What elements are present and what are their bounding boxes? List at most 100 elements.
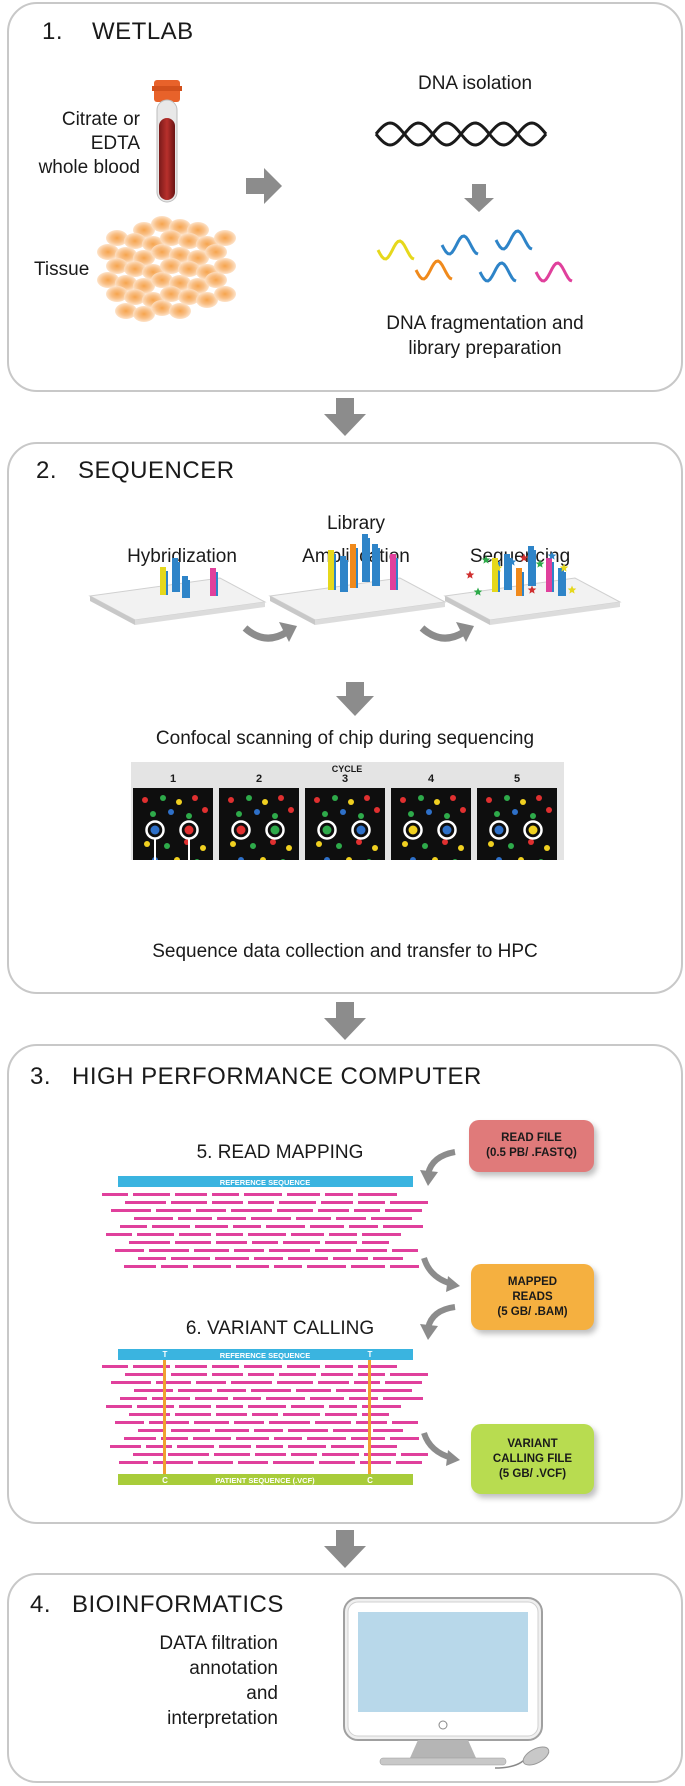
cycle-dot-4-9 [422,843,428,849]
variant-read-36 [310,1397,344,1400]
variant-read-55 [149,1421,189,1424]
variant-read-64 [215,1429,249,1432]
variant-read-92 [401,1453,428,1456]
variant-read-28 [296,1389,331,1392]
variant-read-22 [354,1381,380,1384]
cycle-dot-5-0 [486,797,492,803]
variant-read-31 [120,1397,147,1400]
cycle-dot-4-3 [450,795,456,801]
mapping-read-72 [236,1265,269,1268]
cycle-dot-2-6 [272,813,278,819]
cycle-dot-4-2 [434,799,440,805]
chip-strand-2-4 [546,558,552,592]
curved-arrows [421,1149,456,1461]
mapping-read-31 [120,1225,147,1228]
mapping-read-29 [336,1217,366,1220]
mapping-read-50 [252,1241,278,1244]
cycle-dot-1-7 [202,807,208,813]
chip-strand-0-3 [210,568,216,596]
mapping-read-71 [193,1265,231,1268]
mapping-read-14 [358,1201,385,1204]
variant-read-39 [106,1405,132,1408]
variant-read-18 [196,1381,226,1384]
tissue-cell-32 [106,286,128,302]
variant-read-16 [111,1381,151,1384]
reference-sequence-label: REFERENCE SEQUENCE [220,1178,310,1187]
variant-read-81 [256,1445,283,1448]
variant-read-53 [362,1413,389,1416]
variant-read-40 [137,1405,174,1408]
cycle-highlight-2-1 [270,825,280,835]
cycle-dot-1-6 [186,813,192,819]
cycle-dot-4-4 [408,811,414,817]
variant-read-57 [234,1421,264,1424]
variant-read-89 [291,1453,317,1456]
variant-read-32 [152,1397,190,1400]
variant-read-3 [212,1365,239,1368]
mapping-read-21 [318,1209,349,1212]
fluorescent-star-4 [519,553,529,562]
variant-read-52 [325,1413,357,1416]
panel3-title: HIGH PERFORMANCE COMPUTER [72,1063,482,1090]
variant-read-35 [266,1397,305,1400]
cycle-dot-2-1 [246,795,252,801]
variant-read-33 [195,1397,228,1400]
variant-read-1 [133,1365,170,1368]
mapping-read-7 [358,1193,397,1196]
mapping-read-49 [216,1241,247,1244]
mapping-read-41 [179,1233,211,1236]
transfer-caption: Sequence data collection and transfer to… [152,941,538,962]
variant-line-1 [163,1360,166,1474]
cycle-dot-5-6 [530,813,536,819]
variant-read-61 [392,1421,418,1424]
dna-fragment-0 [376,239,415,261]
tissue-cell-14 [151,244,173,260]
cycle-dot-2-0 [228,797,234,803]
chip-slides [88,534,622,642]
chip-strand-0-2 [182,576,188,598]
cycle-dot-3-0 [314,797,320,803]
cycle-dot-1-1 [160,795,166,801]
alt-base-1: C [162,1476,168,1485]
variant-read-48 [175,1413,211,1416]
variant-read-78 [146,1445,172,1448]
fluorescent-star-8 [473,587,483,596]
chip-strand-2-2 [516,568,522,596]
tissue-cell-35 [160,286,182,302]
variant-read-30 [371,1389,412,1392]
variant-read-87 [214,1453,250,1456]
tissue-cell-39 [115,303,137,319]
variant-read-63 [171,1429,210,1432]
cycle-dot-1-9 [164,843,170,849]
arrow-down-icon [336,682,374,716]
mapping-read-36 [310,1225,344,1228]
variant-read-2 [175,1365,207,1368]
mapping-read-54 [115,1249,144,1252]
patient-sequence-bar [118,1474,413,1485]
tissue-cell-18 [106,258,128,274]
fluorescent-star-1 [481,555,491,564]
chip-strand-1-0 [328,550,334,590]
variant-read-96 [238,1461,268,1464]
mapping-read-0 [102,1193,128,1196]
mapping-read-48 [175,1241,211,1244]
chip-strand-1-1 [340,556,346,592]
wetlab-illustrations [97,80,573,322]
mapping-read-17 [156,1209,191,1212]
blood-label-2: EDTA [90,133,140,154]
cycle-dot-5-14 [538,859,544,860]
patient-sequence-label: PATIENT SEQUENCE (.VCF) [215,1476,315,1485]
bioinf-line-3: and [246,1683,278,1704]
cycle-dot-1-2 [176,799,182,805]
mapping-read-66 [288,1257,328,1260]
cycle-dot-1-13 [174,857,180,860]
mapping-read-37 [349,1225,378,1228]
cycle-dot-3-1 [332,795,338,801]
mapping-read-62 [138,1257,166,1260]
variant-read-100 [396,1461,422,1464]
mapping-read-67 [333,1257,368,1260]
variant-read-77 [110,1445,141,1448]
tissue-icon [97,216,236,322]
cycle-dot-1-0 [142,797,148,803]
cycle-dot-2-12 [238,857,244,860]
